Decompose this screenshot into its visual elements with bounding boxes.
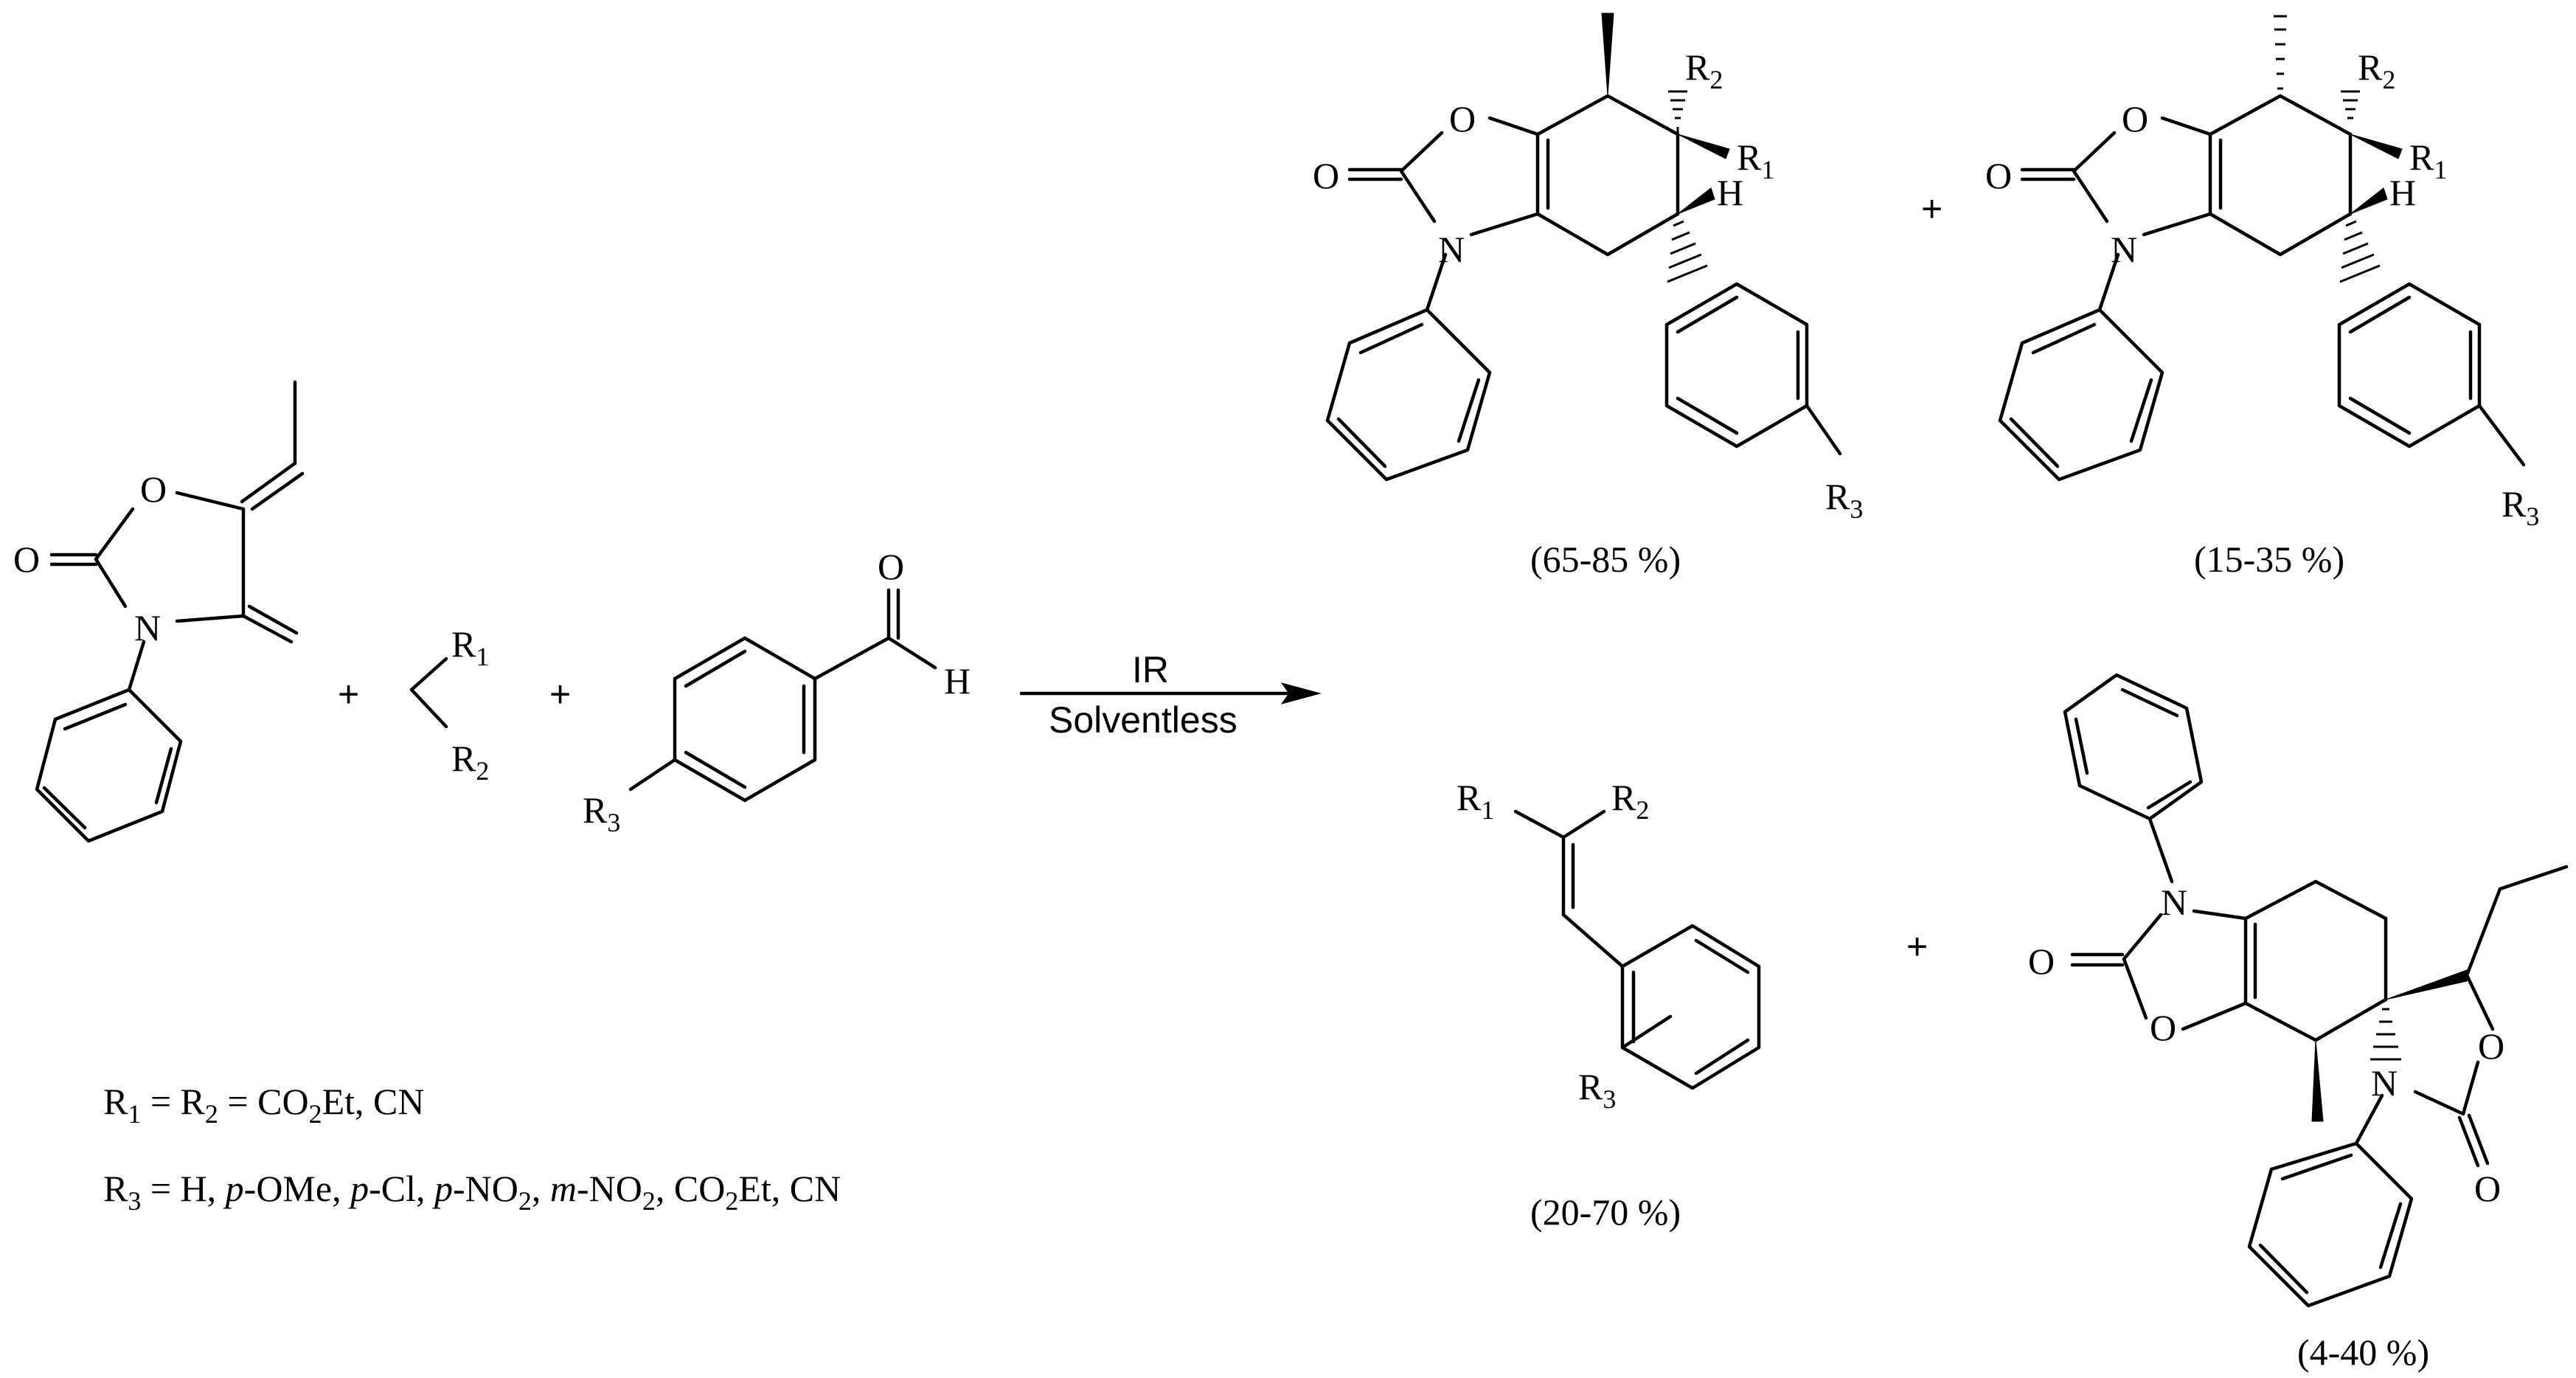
reaction-arrow: IR Solventless [1019, 649, 1322, 741]
legend-r3: R3 = H, p-OMe, p-Cl, p-NO2, m-NO2, CO2Et… [103, 1168, 841, 1216]
r1-label: R1 [1737, 136, 1774, 184]
atom-N: N [1438, 229, 1465, 270]
atom-H: H [2389, 172, 2416, 213]
atom-H: H [944, 660, 971, 702]
yield-product-2: (15-35 %) [2194, 539, 2344, 580]
plus-sign: + [338, 674, 359, 715]
atom-O: O [2122, 98, 2148, 139]
condition-solventless: Solventless [1049, 699, 1237, 741]
plus-sign: + [1906, 926, 1928, 967]
atom-O: O [2028, 941, 2055, 982]
atom-O: O [140, 468, 167, 510]
r3-label: R3 [1578, 1066, 1616, 1114]
legend-r1r2: R1 = R2 = CO2Et, CN [103, 1081, 424, 1129]
atom-O: O [2150, 1007, 2176, 1048]
r1-label: R1 [451, 623, 489, 671]
atom-O: O [2478, 1025, 2504, 1067]
atom-O: O [1985, 155, 2012, 196]
r2-label: R2 [2358, 46, 2395, 94]
yield-product-4: (4-40 %) [2297, 1332, 2429, 1373]
r1-label: R1 [2409, 136, 2447, 184]
r2-label: R2 [451, 738, 489, 786]
atom-O: O [13, 539, 40, 580]
reactant-2-active-methylene: R1 R2 [409, 623, 489, 786]
atom-N: N [2161, 882, 2187, 923]
yield-product-3: (20-70 %) [1530, 1191, 1681, 1233]
r2-label: R2 [1685, 46, 1723, 94]
product-4-spiro-dimer: N O O N O O [2028, 673, 2569, 1308]
plus-sign: + [549, 674, 571, 715]
product-3-alkene: R1 R2 R3 [1457, 777, 1761, 1114]
reactant-1: O O N [13, 380, 305, 843]
atom-N: N [134, 607, 161, 648]
yield-product-1: (65-85 %) [1530, 539, 1681, 580]
atom-O: O [1449, 98, 1476, 139]
product-2-structure: O O N R2 R1 H R3 [1985, 15, 2539, 531]
plus-sign: + [1921, 188, 1943, 229]
atom-O: O [878, 546, 904, 587]
atom-O: O [1313, 155, 1339, 196]
atom-O: O [2474, 1168, 2501, 1209]
condition-ir: IR [1132, 649, 1169, 690]
atom-N: N [2111, 229, 2137, 270]
reactant-3-benzaldehyde: O H R3 [583, 546, 971, 837]
substituent-legend: R1 = R2 = CO2Et, CN R3 = H, p-OMe, p-Cl,… [103, 1081, 841, 1216]
r2-label: R2 [1611, 777, 1649, 825]
r3-label: R3 [1825, 476, 1863, 524]
atom-N: N [2371, 1062, 2398, 1104]
product-1-structure: O O N R2 R1 H R3 [1313, 13, 1863, 524]
r3-label: R3 [2502, 483, 2539, 531]
r3-label: R3 [583, 789, 620, 837]
r1-label: R1 [1457, 777, 1494, 825]
atom-H: H [1717, 172, 1743, 213]
